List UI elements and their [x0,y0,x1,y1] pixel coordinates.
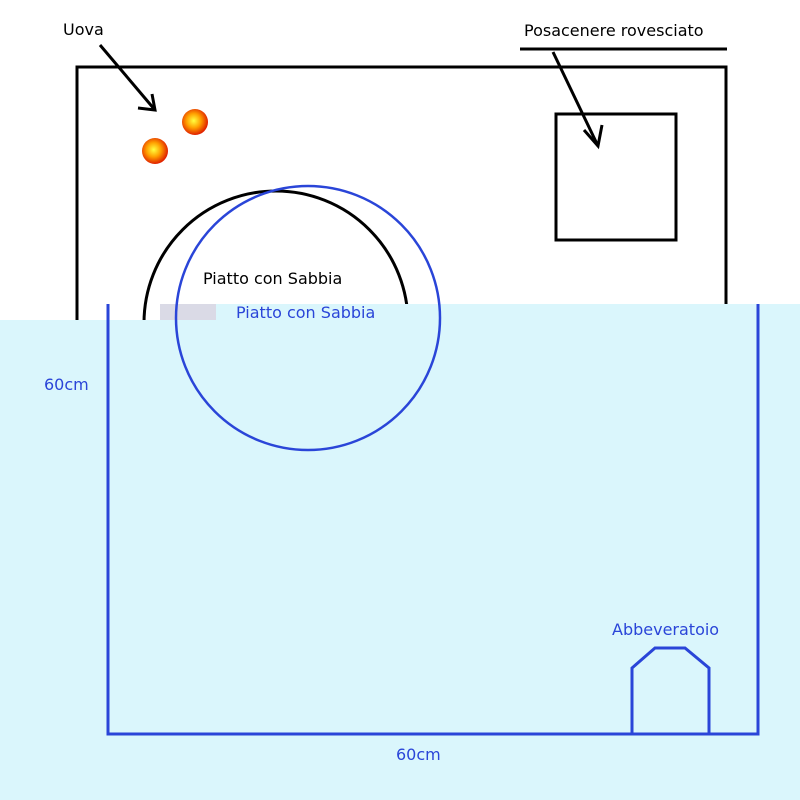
ashtray [554,112,678,242]
egg [142,138,168,164]
sand-dish [174,184,442,452]
ashtray-arrow-icon [551,51,604,150]
height-label: 60cm [44,375,89,394]
waterer-label: Abbeveratoio [612,620,719,639]
ashtray-label: Posacenere rovesciato [524,21,704,40]
render-artifact [160,304,216,320]
waterer [630,646,711,734]
eggs-label: Uova [63,20,104,39]
width-label: 60cm [396,745,441,764]
sand-dish-label: Piatto con Sabbia [236,303,375,322]
eggs-arrow-icon [98,44,157,112]
enclosure-outline [106,304,760,736]
bottom-sketch: Piatto con Sabbia 60cm 60cm Abbeveratoio [0,184,800,800]
egg [182,109,208,135]
sand-dish-label: Piatto con Sabbia [203,269,342,288]
